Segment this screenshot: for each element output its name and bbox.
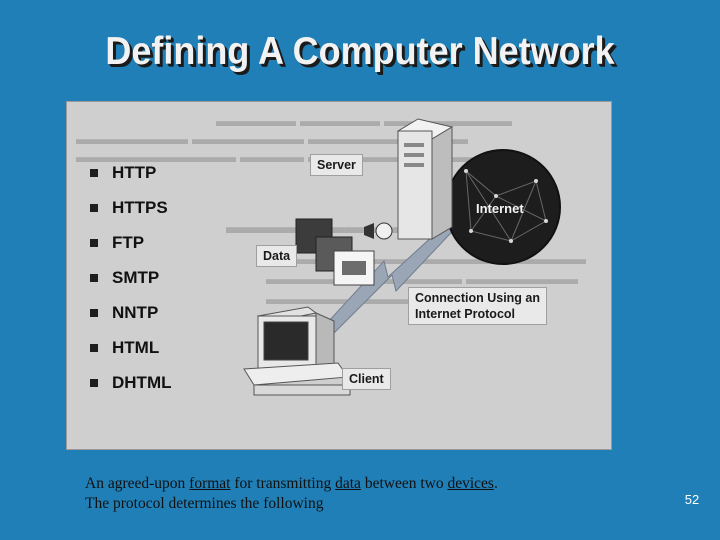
caption-line-2: The protocol determines the following: [85, 495, 324, 512]
format-link[interactable]: format: [189, 475, 231, 492]
bullet-label: NNTP: [112, 303, 159, 322]
bullet-label: HTML: [112, 338, 160, 357]
connection-label-line: Internet Protocol: [415, 307, 516, 321]
bullet-marker: [90, 204, 98, 212]
bullet-label: HTTP: [112, 163, 157, 182]
devices-link[interactable]: devices: [447, 475, 494, 492]
network-protocol-figure: ▬▬▬▬▬ ▬▬▬▬▬ ▬▬▬▬▬▬▬▬ ▬▬▬▬▬▬▬ ▬▬▬▬▬▬▬ ▬▬▬…: [66, 101, 612, 450]
caption-text: between two: [360, 475, 448, 492]
server-label: Server: [310, 154, 363, 176]
bullet-marker: [90, 169, 98, 177]
connection-label-line: Connection Using an: [415, 291, 540, 305]
bullet-item: HTTP: [90, 161, 156, 185]
page-number: 52: [684, 492, 700, 507]
bullet-marker: [90, 344, 98, 352]
bullet-marker: [90, 379, 98, 387]
slide-caption: An agreed-upon format for transmitting d…: [85, 474, 645, 514]
bullet-label: SMTP: [112, 268, 160, 287]
background-scan-text: ▬▬▬▬▬▬▬▬▬▬ ▬▬▬▬ ▬▬▬▬▬▬▬▬▬▬▬▬: [76, 149, 500, 166]
data-link[interactable]: data: [335, 475, 361, 492]
bullet-marker: [90, 309, 98, 317]
diagram-graphics: [243, 118, 561, 396]
bullet-item: NNTP: [90, 301, 158, 325]
caption-text: .: [493, 475, 498, 492]
caption-line-1: An agreed-upon format for transmitting d…: [85, 474, 645, 494]
caption-text: An agreed-upon: [85, 475, 190, 492]
client-label: Client: [342, 368, 391, 390]
bullet-item: HTML: [90, 336, 159, 360]
client-computer-icon: [243, 306, 351, 396]
bullet-label: DHTML: [112, 373, 172, 392]
bullet-item: DHTML: [90, 371, 171, 395]
bullet-label: FTP: [112, 233, 145, 252]
bullet-marker: [90, 274, 98, 282]
connection-label: Connection Using an Internet Protocol: [408, 287, 547, 325]
background-scan-text: ▬▬▬▬▬▬▬ ▬▬▬▬▬▬▬ ▬▬▬▬▬▬▬▬▬▬: [76, 131, 468, 148]
bullet-item: HTTPS: [90, 196, 168, 220]
data-label: Data: [256, 245, 298, 267]
bullet-label: HTTPS: [112, 198, 168, 217]
bullet-item: FTP: [90, 231, 144, 255]
slide-title: Defining A Computer Network: [105, 28, 615, 73]
internet-label: Internet: [476, 201, 524, 216]
bullet-marker: [90, 239, 98, 247]
data-media-icon: [295, 218, 393, 286]
bullet-item: SMTP: [90, 266, 159, 290]
caption-text: for transmitting: [230, 475, 336, 492]
server-tower-icon: [396, 118, 454, 240]
